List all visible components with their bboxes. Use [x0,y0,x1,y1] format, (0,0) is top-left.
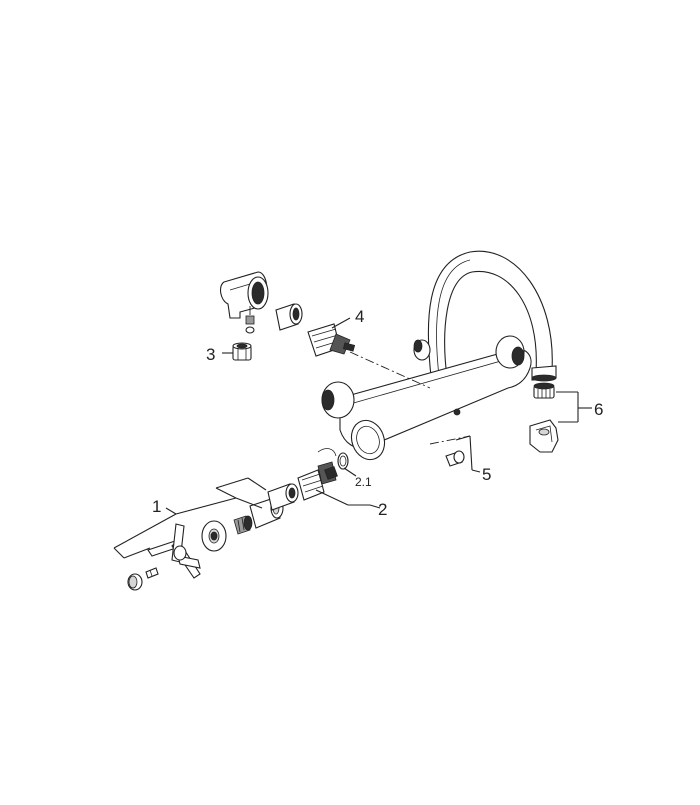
spout [427,250,557,386]
faucet-body [321,250,557,461]
part-3-nut [232,342,252,361]
callout-2: 2 [378,500,387,519]
wall-connector [219,271,269,319]
leader-lines [113,317,592,559]
part-5-plug [445,450,465,467]
callout-labels: 1 2 2.1 3 4 5 6 [152,307,603,519]
part-2-cartridge [297,448,338,501]
callout-5: 5 [482,465,491,484]
part-4-cartridge [307,323,356,357]
callout-3: 3 [206,345,215,364]
handle-cap [127,573,143,591]
threaded-bushing [267,483,299,511]
cross-handle [147,523,201,579]
callout-2-1: 2.1 [355,475,372,489]
part-6-aerator-key [529,419,559,453]
adapter-sleeve [275,303,303,331]
callout-4: 4 [355,307,364,326]
callout-6: 6 [594,400,603,419]
spindle-adapter [233,515,253,535]
part-6-aerator [533,382,555,399]
valve-body [321,335,532,461]
part-2-1-oring [337,452,349,470]
small-screw [245,306,255,334]
callout-1: 1 [152,497,161,516]
handle-screw [145,567,159,579]
escutcheon-rosette [201,520,227,552]
